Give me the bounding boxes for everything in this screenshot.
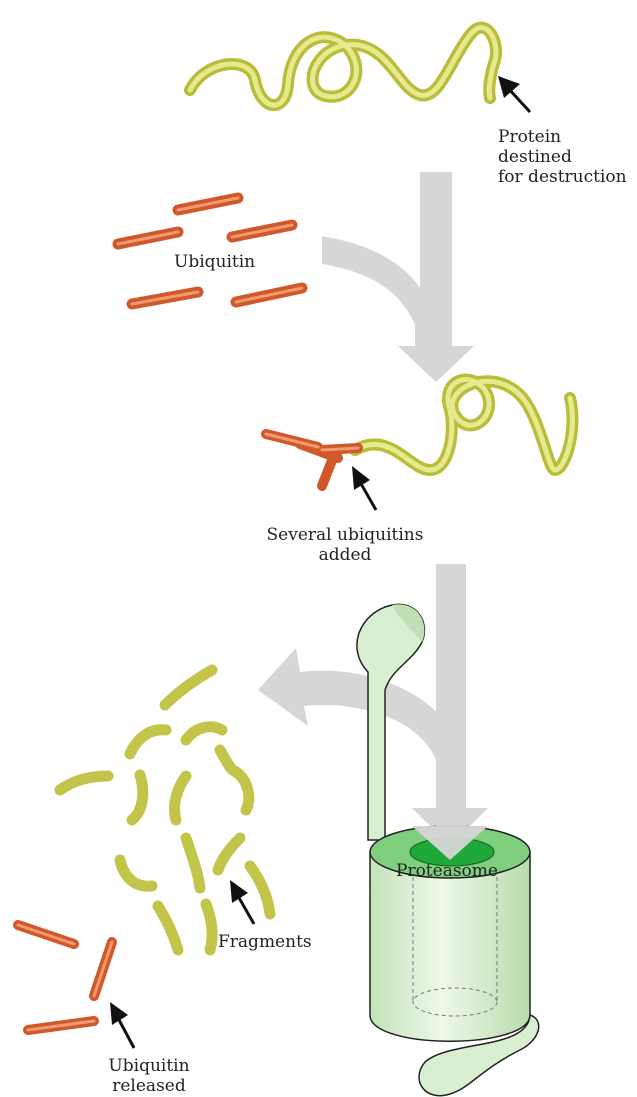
target-protein — [190, 28, 496, 106]
pointer-arrow-icon — [352, 466, 376, 510]
ubiquitin-label: Ubiquitin — [174, 252, 255, 272]
pointer-arrow-icon — [498, 76, 530, 112]
fragment — [174, 776, 186, 820]
fragment — [236, 772, 249, 810]
fragment — [120, 860, 152, 886]
pointer-arrow-icon — [230, 880, 254, 924]
fragment — [60, 776, 108, 790]
fragment — [132, 775, 143, 820]
proteasome-label: Proteasome — [396, 861, 498, 881]
fragment — [158, 906, 178, 950]
fragment — [218, 838, 240, 870]
released-ubiquitin — [18, 925, 112, 1030]
several-ubiquitins-label: Several ubiquitins added — [258, 525, 432, 565]
fragment — [220, 750, 236, 772]
protein-label: Protein destined for destruction — [498, 127, 627, 187]
ubiquitinated-protein — [266, 380, 572, 486]
fragment — [165, 670, 212, 705]
fragment — [130, 730, 166, 754]
fragment — [206, 904, 212, 950]
pointer-arrow-icon — [110, 1002, 134, 1048]
fragments-label: Fragments — [218, 932, 312, 952]
fragment — [186, 727, 222, 740]
ubiquitin-released-label: Ubiquitin released — [104, 1056, 194, 1096]
process-arrow-icon — [322, 172, 474, 382]
fragment — [250, 866, 270, 914]
ubiquitin-cluster — [118, 198, 302, 304]
protein-fragments — [60, 670, 270, 950]
fragment — [186, 838, 200, 888]
